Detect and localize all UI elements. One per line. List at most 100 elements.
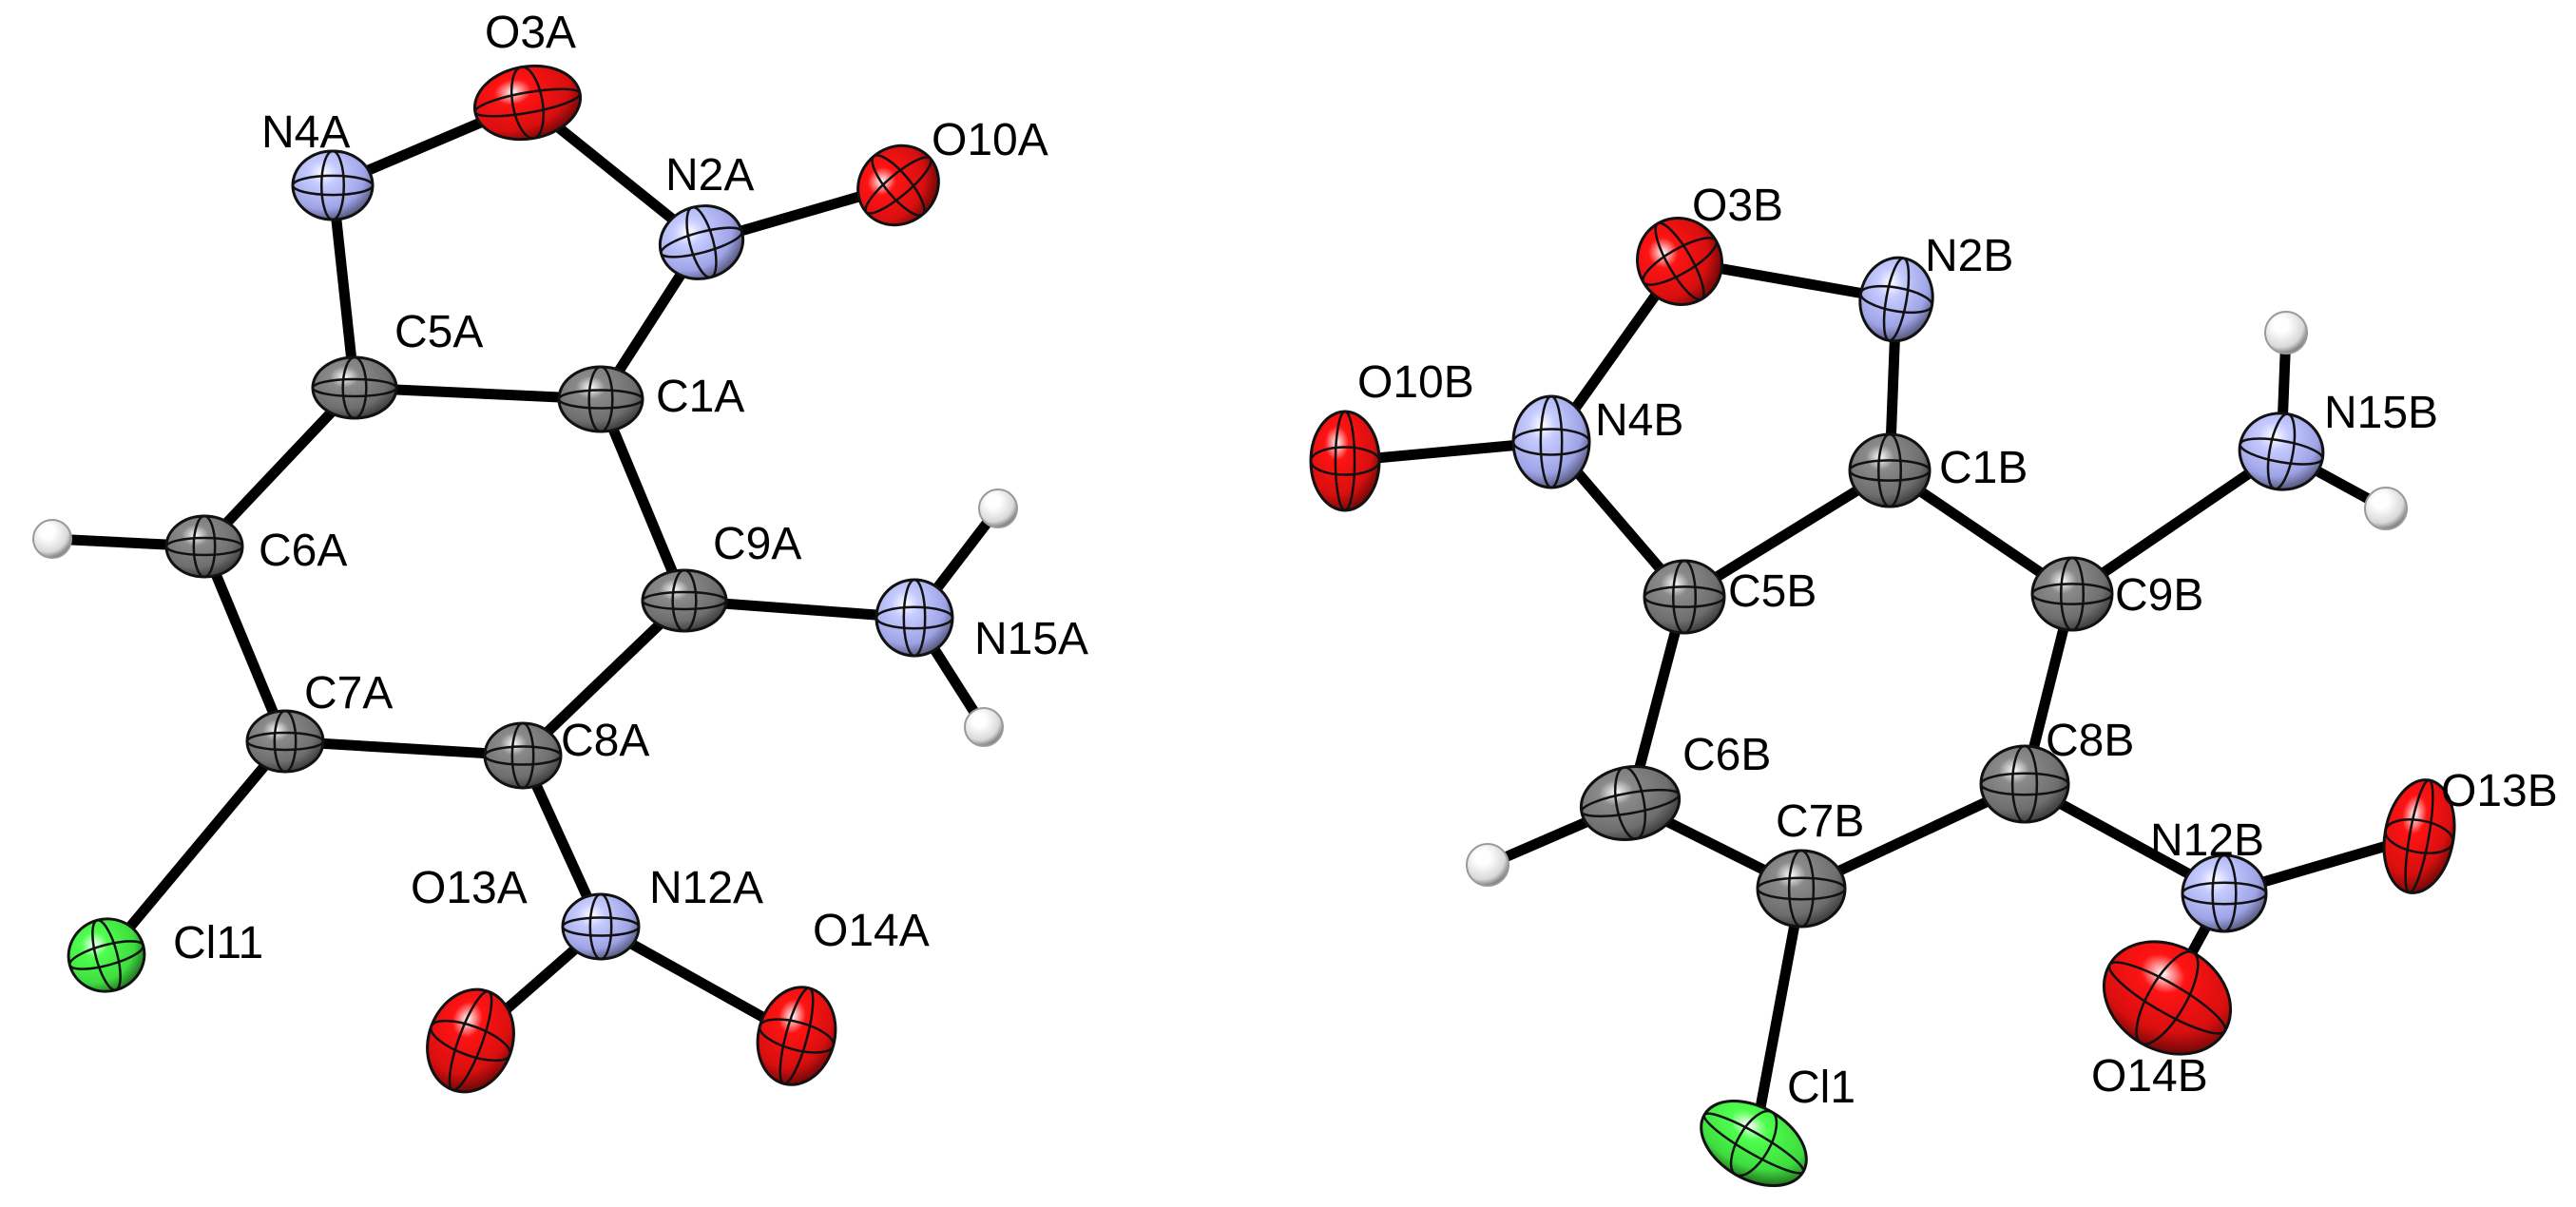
atom-N12B — [2181, 853, 2268, 933]
principal-ellipse — [192, 514, 217, 579]
principal-ellipse — [588, 892, 613, 961]
principal-ellipse — [2239, 437, 2324, 466]
atom-label-C5B: C5B — [1728, 566, 1817, 617]
principal-ellipse — [510, 721, 535, 790]
principal-ellipse — [245, 731, 325, 752]
atom-N2B — [1858, 256, 1934, 343]
bond-C7A-Cl11 — [101, 736, 291, 961]
atoms-layer — [32, 64, 2456, 1188]
atom-label-O10A: O10A — [932, 115, 1048, 165]
atom-label-O3B: O3B — [1692, 181, 1783, 231]
principal-ellipse — [1580, 788, 1681, 818]
principal-ellipse — [448, 989, 493, 1092]
atom-label-N15B: N15B — [2324, 388, 2438, 438]
principal-ellipse — [1756, 876, 1847, 901]
principal-ellipse — [1643, 585, 1726, 608]
atom-label-O3A: O3A — [485, 8, 576, 58]
atom-O13A — [426, 987, 515, 1094]
atom-O10A — [856, 144, 940, 227]
atom-label-C5A: C5A — [394, 307, 483, 357]
atom-N12A — [561, 892, 641, 961]
atom-C7B — [1756, 849, 1847, 929]
atom-label-O10B: O10B — [1357, 357, 1474, 408]
atom-ellipsoid — [291, 149, 375, 221]
atom-ellipsoid — [2264, 311, 2308, 354]
principal-ellipse — [2181, 881, 2268, 906]
atom-ellipsoid — [641, 568, 728, 633]
principal-ellipse — [1702, 1112, 1805, 1175]
atom-H15B2 — [2364, 487, 2408, 530]
atom-ellipsoid — [1756, 849, 1847, 929]
principal-ellipse — [1787, 849, 1816, 929]
principal-ellipse — [864, 156, 932, 215]
principal-ellipse — [641, 590, 728, 611]
atom-C1B — [1848, 432, 1932, 508]
atom-C8A — [483, 721, 563, 790]
principal-ellipse — [483, 745, 563, 766]
atom-C5B — [1643, 559, 1726, 635]
atom-ellipsoid — [2181, 853, 2268, 933]
atom-ellipsoid — [1511, 394, 1591, 489]
atom-Cl11 — [67, 917, 146, 993]
principal-ellipse — [660, 226, 743, 259]
principal-ellipse — [273, 709, 298, 774]
atom-ellipsoid — [1643, 559, 1726, 635]
atom-label-C9B: C9B — [2115, 570, 2203, 621]
atom-N4B — [1511, 394, 1591, 489]
atom-O13B — [2382, 778, 2456, 894]
atom-label-C7B: C7B — [1776, 796, 1864, 847]
atom-ellipsoid — [964, 707, 1004, 747]
atom-label-O13A: O13A — [411, 863, 528, 913]
bond-C9A-C8A — [517, 595, 690, 761]
atom-C5A — [311, 355, 398, 420]
principal-ellipse — [1859, 284, 1933, 315]
principal-ellipse — [1671, 559, 1698, 635]
atom-C6A — [164, 514, 244, 579]
atom-label-Cl1: Cl1 — [1787, 1063, 1855, 1113]
principal-ellipse — [311, 377, 398, 398]
atom-ellipsoid — [978, 489, 1018, 528]
atom-ellipsoid — [483, 721, 563, 790]
principal-ellipse — [1334, 410, 1356, 512]
atom-O3A — [472, 64, 583, 142]
atom-H15A1 — [978, 489, 1018, 528]
principal-ellipse — [671, 568, 698, 633]
atom-N15B — [2238, 412, 2325, 491]
atom-label-C1A: C1A — [656, 372, 744, 422]
principal-ellipse — [1979, 772, 2070, 796]
atom-label-O13B: O13B — [2441, 766, 2558, 816]
atom-label-C1B: C1B — [1939, 443, 2028, 493]
principal-ellipse — [2211, 853, 2238, 933]
principal-ellipse — [68, 940, 144, 970]
principal-ellipse — [2384, 818, 2454, 854]
principal-ellipse — [2030, 583, 2114, 605]
atom-N2A — [658, 204, 745, 280]
principal-ellipse — [1539, 394, 1564, 489]
principal-ellipse — [2107, 961, 2227, 1035]
principal-ellipse — [430, 1019, 511, 1063]
atom-N4A — [291, 149, 375, 221]
atom-N15A — [875, 578, 954, 658]
atom-label-N4A: N4A — [261, 107, 350, 158]
atom-C6B — [1579, 765, 1682, 841]
atom-ellipsoid — [2030, 556, 2114, 632]
principal-ellipse — [91, 918, 122, 992]
atom-label-N15A: N15A — [974, 614, 1088, 664]
principal-ellipse — [1876, 432, 1903, 508]
bond-C5A-C6A — [199, 382, 360, 552]
bond-C1A-C9A — [595, 393, 690, 606]
atom-ellipsoid — [561, 892, 641, 961]
principal-ellipse — [871, 154, 926, 217]
atom-label-C8A: C8A — [561, 716, 649, 766]
atom-label-N2B: N2B — [1925, 231, 2013, 281]
principal-ellipse — [875, 605, 954, 630]
principal-ellipse — [1613, 766, 1647, 840]
atom-C1A — [557, 365, 644, 433]
principal-ellipse — [2135, 950, 2200, 1045]
principal-ellipse — [1642, 237, 1718, 286]
atom-label-C8B: C8B — [2046, 716, 2134, 766]
atom-ellipsoid — [1466, 843, 1509, 887]
principal-ellipse — [2404, 778, 2434, 894]
